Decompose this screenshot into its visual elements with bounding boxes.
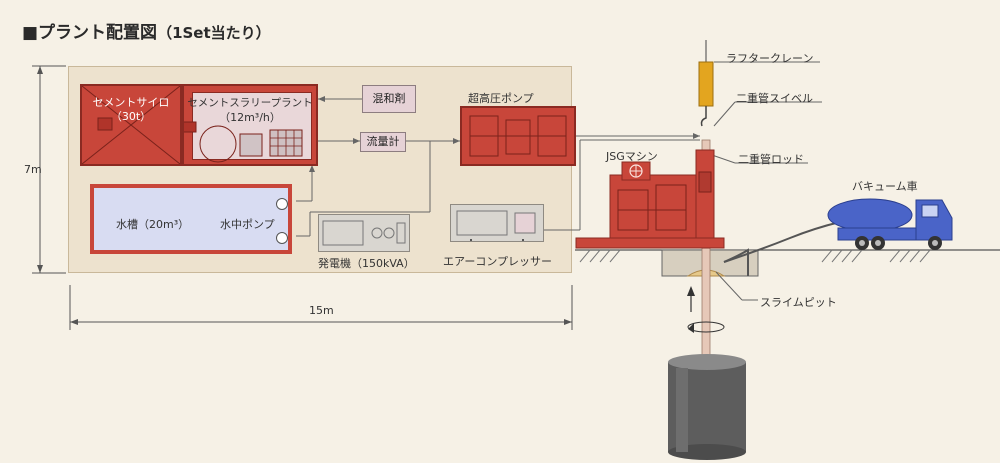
title-main: ■プラント配置図 <box>22 23 158 43</box>
compressor-graphic <box>456 210 536 241</box>
width-dimension: 15m <box>309 304 334 317</box>
water-tank: 水槽（20m³） 水中ポンプ <box>90 184 292 254</box>
air-compressor <box>450 204 544 242</box>
slurry-graphic <box>184 121 303 163</box>
swivel-label: 二重管スイベル <box>736 92 813 105</box>
vacuum-truck-graphic <box>827 198 953 250</box>
admixture-tank: 混和剤 <box>362 85 416 113</box>
rod-label: 二重管ロッド <box>738 153 804 166</box>
slurry-plant-name: セメントスラリープラント <box>187 97 313 109</box>
page-title: ■プラント配置図（1Set当たり） <box>22 18 271 43</box>
admixture-label: 混和剤 <box>372 92 406 105</box>
height-dimension: 7m <box>24 163 42 176</box>
flow-meter-label: 流量計 <box>366 135 400 148</box>
generator-graphic <box>322 220 406 246</box>
crane-label: ラフタークレーン <box>726 52 814 65</box>
silo-name: セメントサイロ <box>92 96 170 109</box>
jsg-machine-graphic <box>575 149 725 249</box>
silo-graphic <box>82 86 180 164</box>
submersible-pump-top <box>276 198 288 210</box>
generator <box>318 214 410 252</box>
slime-pit-label: スライムピット <box>760 296 837 309</box>
submersible-pump-label: 水中ポンプ <box>220 218 275 231</box>
jsg-machine-label: JSGマシン <box>606 150 658 163</box>
high-pressure-pump-label: 超高圧ポンプ <box>468 92 534 105</box>
air-compressor-label: エアーコンプレッサー <box>443 255 553 268</box>
water-tank-label: 水槽（20m³） <box>116 218 190 231</box>
submersible-pump-bottom <box>276 232 288 244</box>
silo-capacity: （30t） <box>110 110 152 123</box>
generator-label: 発電機（150kVA） <box>318 257 415 270</box>
slurry-plant-capacity: （12m³/h） <box>219 111 281 124</box>
high-pressure-pump <box>460 106 576 166</box>
flow-meter: 流量計 <box>360 132 406 152</box>
slurry-plant: セメントスラリープラント （12m³/h） <box>182 84 318 166</box>
title-sub: （1Set当たり） <box>157 24 271 42</box>
vacuum-truck-label: バキューム車 <box>852 180 918 193</box>
pump-graphic <box>469 115 567 157</box>
cement-silo: セメントサイロ （30t） <box>80 84 182 166</box>
